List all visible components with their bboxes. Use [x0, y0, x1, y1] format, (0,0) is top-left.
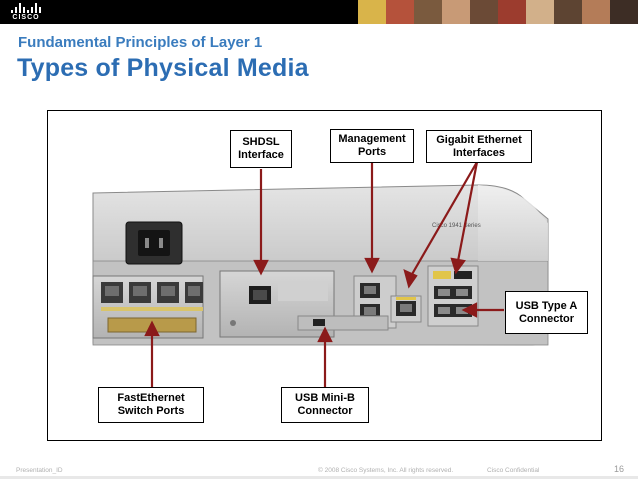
- top-banner: CISCO: [0, 0, 638, 24]
- callout-gigabit: Gigabit Ethernet Interfaces: [426, 130, 532, 163]
- callout-shdsl: SHDSL Interface: [230, 130, 292, 168]
- slide-title: Types of Physical Media: [17, 54, 309, 82]
- cisco-logo: CISCO: [8, 2, 44, 22]
- banner-photo-strip: [358, 0, 638, 24]
- arrow-management-head: [364, 257, 380, 274]
- device-label: Cisco 1941 Series: [432, 223, 481, 229]
- callout-management: Management Ports: [330, 129, 414, 163]
- callout-gigabit-text: Gigabit Ethernet Interfaces: [436, 133, 522, 159]
- logo-text: CISCO: [12, 14, 40, 21]
- footer-rule: [0, 476, 638, 479]
- footer-confidential: Cisco Confidential: [487, 467, 540, 474]
- arrow-gigabit-1: [410, 161, 478, 277]
- callout-usb-mini-b-text: USB Mini-B Connector: [295, 392, 355, 417]
- arrow-fastethernet-head: [144, 320, 160, 337]
- footer-copyright: © 2008 Cisco Systems, Inc. All rights re…: [318, 467, 454, 474]
- arrow-shdsl-head: [253, 259, 269, 276]
- slide-subtitle: Fundamental Principles of Layer 1: [18, 34, 263, 51]
- arrow-gigabit-1-head: [403, 269, 418, 289]
- arrow-gigabit-2: [456, 161, 479, 262]
- arrow-usb-mini-head: [317, 326, 333, 343]
- callout-fastethernet: FastEthernet Switch Ports: [98, 387, 204, 423]
- router-figure: Cisco 1941 Series SHDSL Interface Manage…: [47, 110, 602, 441]
- callout-usb-type-a: USB Type A Connector: [505, 291, 588, 334]
- callout-management-text: Management Ports: [338, 133, 406, 158]
- callout-usb-type-a-text: USB Type A Connector: [515, 299, 578, 325]
- arrow-usb-a-head: [461, 302, 478, 318]
- cisco-bars-icon: [10, 2, 42, 13]
- router-rear-panel-image: Cisco 1941 Series: [92, 161, 549, 388]
- callout-shdsl-text: SHDSL Interface: [238, 136, 284, 161]
- arrow-gigabit-2-head: [450, 257, 466, 275]
- footer-presentation-id: Presentation_ID: [16, 467, 63, 474]
- callout-fastethernet-text: FastEthernet Switch Ports: [117, 392, 185, 417]
- page-number: 16: [613, 464, 624, 474]
- callout-usb-mini-b: USB Mini-B Connector: [281, 387, 369, 423]
